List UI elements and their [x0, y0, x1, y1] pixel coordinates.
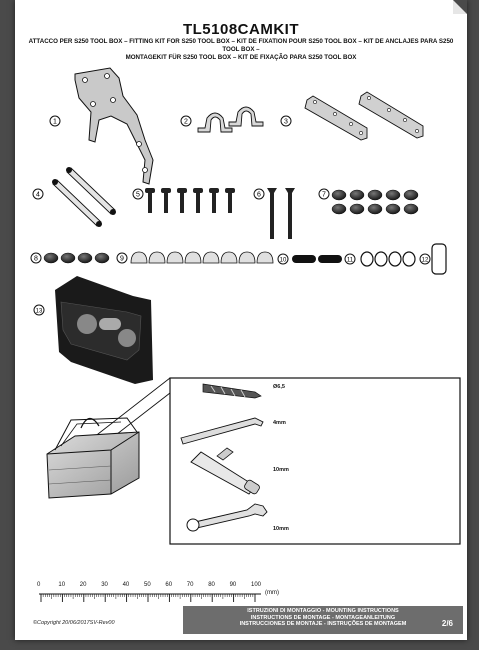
part-3-plates: 3 [280, 91, 424, 141]
ruler-tick-label: 90 [229, 582, 237, 588]
part-7-nuts: 7 [318, 188, 419, 215]
drill-bit [202, 383, 262, 399]
t-key-size-label: 10mm [273, 467, 289, 473]
part-number-13: 13 [36, 309, 43, 315]
part-number-8: 8 [34, 256, 38, 263]
part-number-2: 2 [184, 119, 188, 126]
page-fold [453, 0, 467, 14]
footer-line-1: ISTRUZIONI DI MONTAGGIO - MOUNTING INSTR… [247, 608, 399, 614]
allen-key-size-label: 4mm [273, 420, 286, 426]
ruler-tick-label: 50 [144, 582, 151, 588]
part-number-9: 9 [120, 256, 124, 263]
ruler-tick-label: 0 [37, 582, 41, 588]
footer-line-3: INSTRUCCIONES DE MONTAJE - INSTRUÇÕES DE… [239, 621, 407, 627]
footer-line-2: INSTRUCTIONS DE MONTAGE - MONTAGEANLEITU… [250, 614, 396, 621]
ruler-tick-label: 70 [186, 582, 194, 588]
ruler-tick-label: 60 [165, 582, 173, 588]
copyright: ©Copyright 20/06/2017SV-Rev00 [33, 620, 115, 626]
part-9-caps: 9 [116, 251, 274, 264]
subtitle-line-1: ATTACCO PER S250 TOOL BOX – FITTING KIT … [28, 38, 454, 53]
part-number-3: 3 [284, 119, 288, 126]
part-number-11: 11 [347, 258, 354, 264]
part-number-10: 10 [280, 258, 287, 264]
part-11-rings: 11 [344, 251, 416, 267]
page-number: 2/6 [441, 619, 453, 628]
page-subtitle: ATTACCO PER S250 TOOL BOX – FITTING KIT … [25, 38, 457, 62]
t-key [190, 447, 260, 495]
part-10-rubber-spacers: 10 [277, 253, 342, 265]
part-4-spacers: 4 [32, 167, 116, 227]
part-number-7: 7 [322, 192, 326, 199]
wrench [186, 503, 268, 532]
ruler-tick-label: 30 [101, 582, 108, 588]
part-5-bolts: 5 [132, 188, 235, 213]
part-number-5: 5 [136, 192, 140, 199]
page-title: TL5108CAMKIT [182, 21, 300, 38]
part-2-clamps: 2 [180, 106, 264, 133]
part-8-nuts: 8 [30, 252, 110, 264]
subtitle-line-2: MONTAGEKIT FÜR S250 TOOL BOX – KIT DE FI… [125, 54, 357, 61]
scale-ruler [39, 593, 261, 602]
ruler-tick-label: 80 [208, 582, 215, 588]
part-6-long-bolts: 6 [253, 188, 295, 239]
ruler-tick-label: 10 [58, 582, 66, 588]
part-number-6: 6 [257, 192, 261, 199]
footer-bar: ISTRUZIONI DI MONTAGGIO - MOUNTING INSTR… [183, 606, 463, 634]
wrench-size-label: 10mm [273, 526, 289, 532]
ruler-tick-label: 100 [251, 582, 262, 588]
ruler-unit: (mm) [265, 590, 279, 596]
part-1-bracket: 1 [49, 67, 154, 185]
allen-key [180, 417, 264, 445]
ruler-tick-label: 40 [122, 582, 130, 588]
part-number-1: 1 [53, 119, 57, 126]
parts-illustration: 1 2 3 [30, 67, 461, 602]
tools-box [88, 377, 461, 545]
drill-size-label: Ø6,5 [273, 384, 285, 390]
part-12-pad: 12 [419, 243, 447, 275]
toolbox-illustration [46, 417, 140, 499]
part-number-4: 4 [36, 192, 40, 199]
part-number-12: 12 [422, 258, 429, 264]
part-13-gasket: 13 [33, 276, 153, 384]
instruction-page: TL5108CAMKIT ATTACCO PER S250 TOOL BOX –… [15, 0, 467, 640]
ruler-tick-label: 20 [79, 582, 87, 588]
